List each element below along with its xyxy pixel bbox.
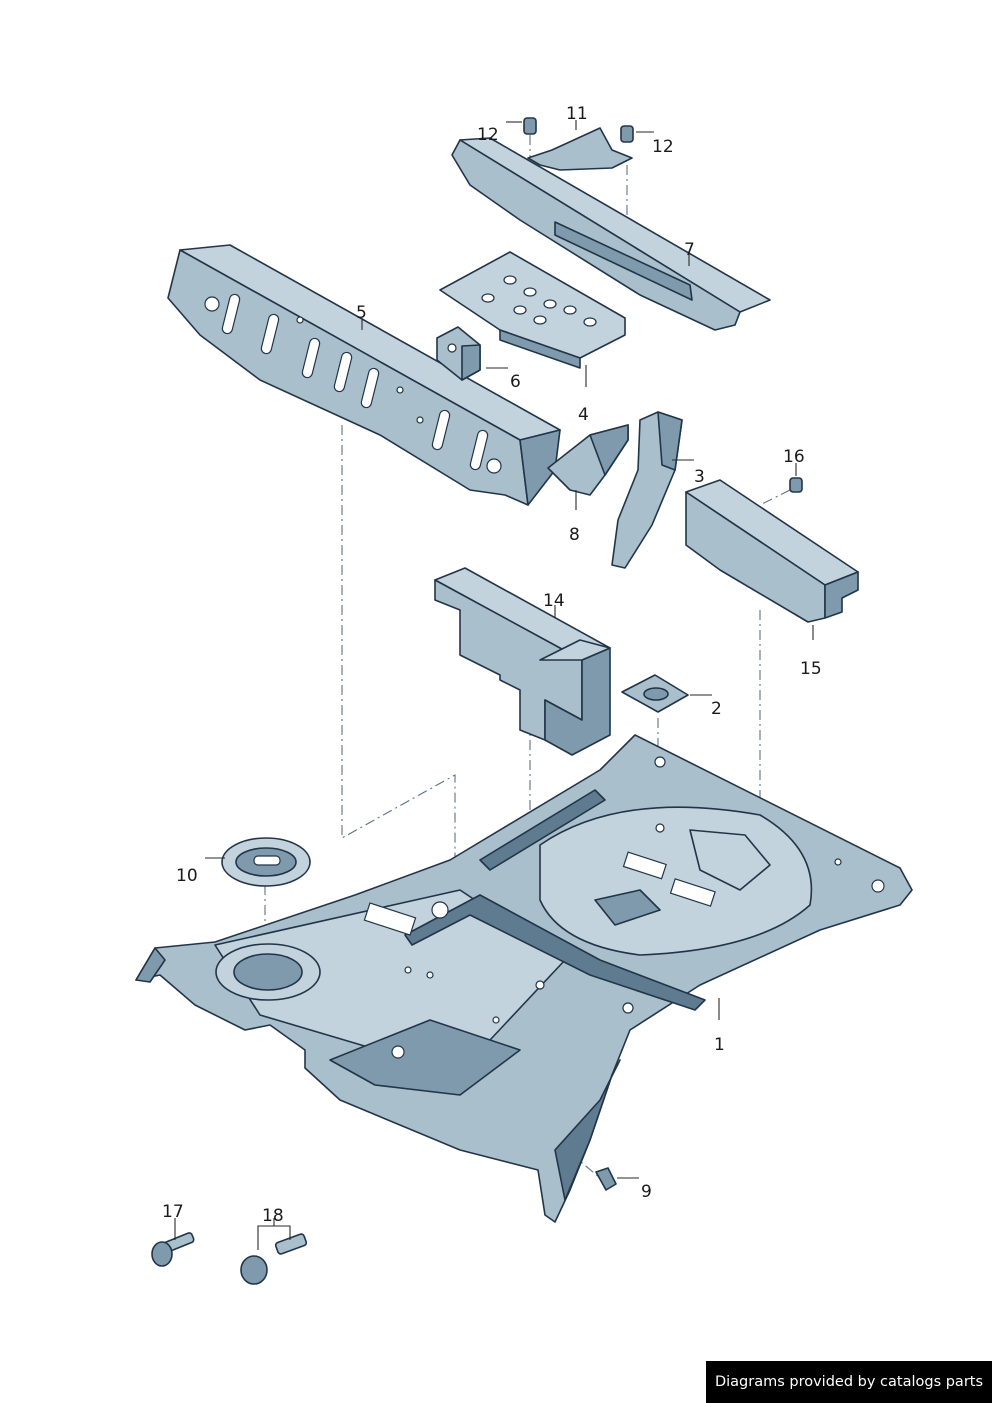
reinforcement-3 <box>611 411 683 569</box>
insulation-block <box>434 567 611 756</box>
bracket-6 <box>436 326 481 381</box>
credit-banner: Diagrams provided by catalogs parts <box>706 1361 992 1403</box>
cross-member <box>167 244 561 506</box>
bolt-17 <box>151 1232 195 1267</box>
callout-18: 18 <box>262 1206 284 1226</box>
callout-11: 11 <box>566 104 588 124</box>
rear-rail <box>451 137 771 331</box>
callout-17: 17 <box>162 1202 184 1222</box>
callout-3: 3 <box>694 467 705 487</box>
callout-5: 5 <box>356 303 367 323</box>
callout-10: 10 <box>176 866 198 886</box>
credit-text: Diagrams provided by catalogs parts <box>714 1374 984 1390</box>
callout-8: 8 <box>569 525 580 545</box>
strap-bracket <box>527 127 633 171</box>
side-block <box>685 479 859 623</box>
callout-15: 15 <box>800 659 822 679</box>
leader-lines <box>174 120 814 1250</box>
callout-2: 2 <box>711 699 722 719</box>
callout-16: 16 <box>783 447 805 467</box>
rear-floor-pan <box>135 734 913 1223</box>
clip-9 <box>595 1167 617 1191</box>
callout-7: 7 <box>684 240 695 260</box>
bolts-12 <box>523 117 634 143</box>
callouts: 1 2 3 4 5 6 7 8 9 10 11 12 12 14 15 16 1… <box>162 104 822 1226</box>
cover-plate <box>221 837 311 887</box>
callout-6: 6 <box>510 372 521 392</box>
callout-9: 9 <box>641 1182 652 1202</box>
carrier-plate <box>439 251 626 369</box>
callout-14: 14 <box>543 591 565 611</box>
callout-4: 4 <box>578 405 589 425</box>
small-plate <box>621 674 689 713</box>
callout-12-left: 12 <box>477 125 499 145</box>
side-bracket-8 <box>547 424 629 496</box>
fasteners-18 <box>240 1233 308 1285</box>
callout-12-right: 12 <box>652 137 674 157</box>
callout-1: 1 <box>714 1035 725 1055</box>
bolt-16 <box>789 477 803 493</box>
